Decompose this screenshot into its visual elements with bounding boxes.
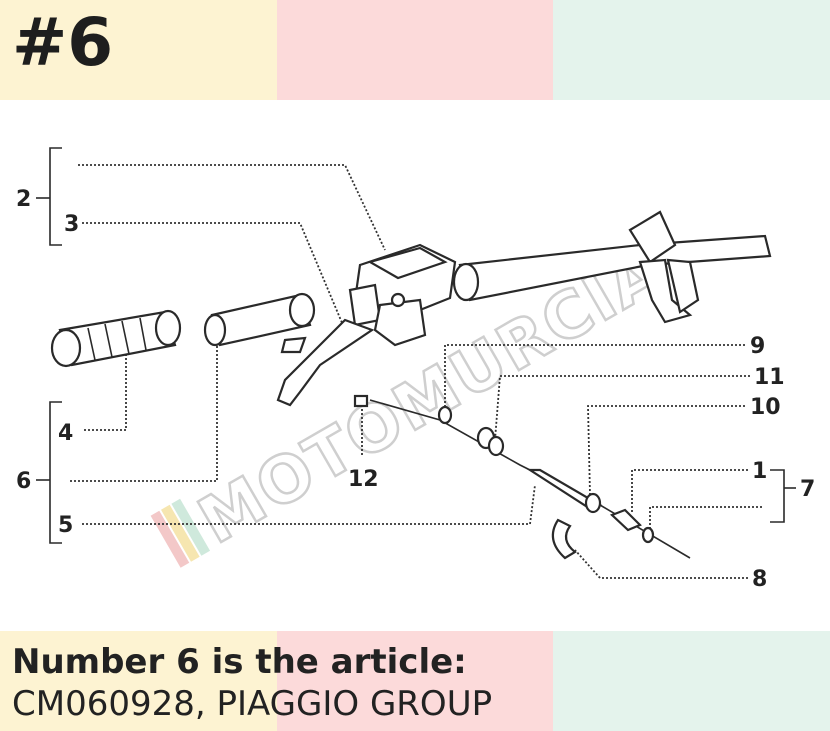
leader-4 bbox=[84, 355, 127, 431]
label-4: 4 bbox=[58, 421, 73, 446]
bracket-7 bbox=[770, 469, 785, 523]
part-10 bbox=[584, 492, 602, 514]
master-cylinder bbox=[348, 243, 457, 347]
bracket-6 bbox=[49, 401, 62, 544]
part-11b bbox=[487, 435, 505, 457]
part-9 bbox=[437, 405, 453, 425]
left-grip bbox=[50, 309, 182, 368]
label-2: 2 bbox=[16, 187, 31, 212]
band-pink-bottom bbox=[277, 631, 553, 731]
leader-2 bbox=[78, 164, 386, 251]
leader-9 bbox=[444, 344, 745, 412]
bottom-color-band bbox=[0, 631, 830, 731]
leader-6a bbox=[70, 340, 218, 482]
label-9: 9 bbox=[750, 334, 765, 359]
label-11: 11 bbox=[754, 365, 785, 390]
handlebar bbox=[452, 210, 772, 324]
right-grip bbox=[203, 292, 316, 354]
part-number-heading: #6 bbox=[12, 4, 114, 81]
band-yellow-bottom bbox=[0, 631, 277, 731]
label-7: 7 bbox=[800, 477, 815, 502]
leader-10 bbox=[587, 405, 745, 496]
part-8 bbox=[551, 518, 577, 560]
band-pink bbox=[277, 0, 553, 100]
part-12 bbox=[353, 394, 369, 408]
leader-1b bbox=[649, 506, 762, 528]
band-green bbox=[553, 0, 830, 100]
leader-3 bbox=[82, 222, 346, 331]
label-6: 6 bbox=[16, 469, 31, 494]
bracket-2 bbox=[49, 147, 62, 246]
top-color-band bbox=[0, 0, 830, 100]
part-1 bbox=[609, 508, 642, 532]
leader-5 bbox=[82, 484, 536, 525]
leader-8 bbox=[574, 549, 748, 579]
brake-lever bbox=[276, 318, 375, 407]
label-12: 12 bbox=[348, 467, 379, 492]
label-5: 5 bbox=[58, 513, 73, 538]
label-8: 8 bbox=[752, 567, 767, 592]
caption-title: Number 6 is the article: bbox=[12, 642, 467, 682]
part-1b bbox=[641, 526, 655, 544]
band-yellow bbox=[0, 0, 277, 100]
label-1: 1 bbox=[752, 459, 767, 484]
label-10: 10 bbox=[750, 395, 781, 420]
leader-11 bbox=[494, 375, 750, 441]
leader-1 bbox=[631, 469, 748, 512]
band-green-bottom bbox=[553, 631, 830, 731]
label-3: 3 bbox=[64, 212, 79, 237]
caption-article: CM060928, PIAGGIO GROUP bbox=[12, 684, 493, 724]
